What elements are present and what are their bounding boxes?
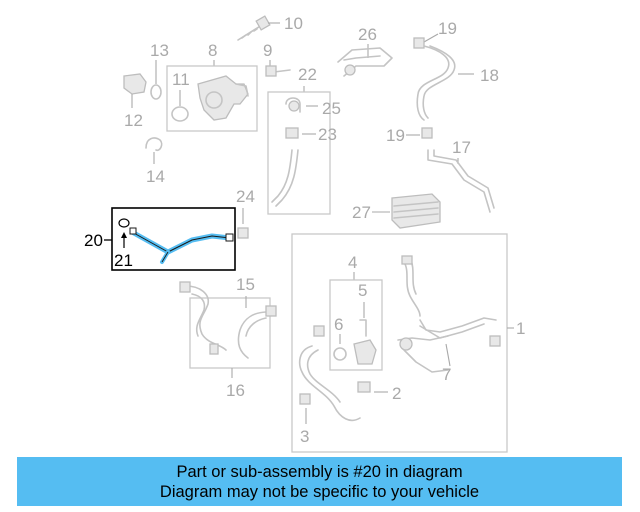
part-13-gasket: 13 [150, 41, 169, 100]
callout-6: 6 [334, 315, 343, 334]
callout-1: 1 [516, 319, 525, 338]
part-20-pipe [129, 229, 233, 255]
callout-19-top: 19 [438, 19, 457, 38]
part-info-banner: Part or sub-assembly is #20 in diagram D… [17, 457, 622, 506]
callout-13: 13 [150, 41, 169, 60]
callout-10: 10 [284, 14, 303, 33]
banner-line-2: Diagram may not be specific to your vehi… [159, 482, 480, 501]
callout-25: 25 [322, 99, 341, 118]
callout-23: 23 [318, 125, 337, 144]
callout-21: 21 [114, 251, 133, 270]
banner-line-1: Part or sub-assembly is #20 in diagram [176, 462, 463, 481]
callout-14: 14 [146, 167, 165, 186]
part-10-bolt: 10 [237, 14, 303, 41]
callout-18: 18 [480, 66, 499, 85]
part-24-clamp: 24 [236, 187, 255, 239]
callout-7: 7 [442, 365, 451, 384]
callout-9: 9 [263, 41, 272, 60]
callout-5: 5 [358, 281, 367, 300]
callout-8: 8 [208, 41, 217, 60]
part-19-clamp-top: 19 [413, 19, 457, 49]
part-27-oil-cooler: 27 [352, 193, 441, 229]
part-14-hose: 14 [145, 137, 165, 186]
callout-3: 3 [300, 427, 309, 446]
callout-24: 24 [236, 187, 255, 206]
callout-22: 22 [298, 65, 317, 84]
part-18-hose: 18 [416, 45, 499, 121]
part-8-thermostat-housing-group: 8 11 [166, 41, 258, 132]
part-9-bolt: 9 [263, 41, 291, 77]
callout-15: 15 [236, 275, 255, 294]
callout-11: 11 [172, 70, 190, 89]
callout-16: 16 [226, 381, 245, 400]
part-19-clamp-mid: 19 [386, 126, 433, 145]
callout-27: 27 [352, 203, 371, 222]
parts-diagram: 10 9 8 11 13 12 14 22 [84, 14, 525, 453]
part-1-assembly-group: 1 4 5 6 7 3 2 [291, 233, 525, 453]
part-26-pipe: 26 [337, 25, 393, 77]
part-22-hose-group: 22 25 23 [267, 65, 341, 215]
callout-17: 17 [452, 138, 471, 157]
part-16-hose-group: 16 15 [179, 275, 277, 400]
part-12-sensor: 12 [123, 73, 147, 130]
callout-19-mid: 19 [386, 126, 405, 145]
callout-12: 12 [124, 111, 143, 130]
callout-20: 20 [84, 231, 103, 250]
part-17-pipe: 17 [427, 138, 495, 213]
part-20-assembly-highlight: 20 21 [84, 207, 236, 271]
callout-2: 2 [392, 384, 401, 403]
callout-4: 4 [348, 253, 357, 272]
callout-26: 26 [358, 25, 377, 44]
